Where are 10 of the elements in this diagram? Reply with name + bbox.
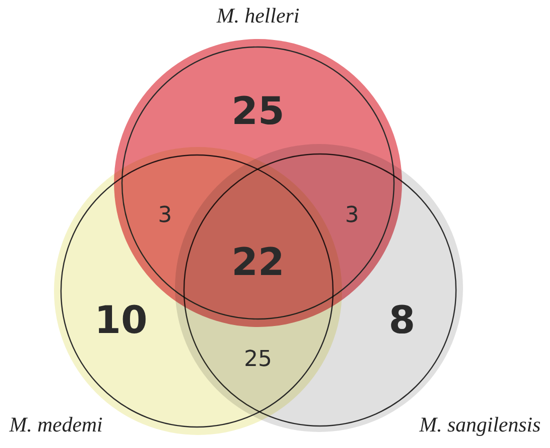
count-label: 3: [158, 205, 172, 227]
set-name: M. sangilensis: [419, 414, 541, 436]
count-label: 10: [94, 301, 148, 339]
count-label: 25: [244, 349, 272, 371]
count-label: 25: [232, 92, 284, 130]
set-name: M. medemi: [9, 414, 103, 436]
count-label: 22: [232, 243, 284, 281]
count-label: 3: [345, 205, 359, 227]
count-label: 8: [388, 301, 416, 339]
set-name: M. helleri: [216, 6, 300, 26]
